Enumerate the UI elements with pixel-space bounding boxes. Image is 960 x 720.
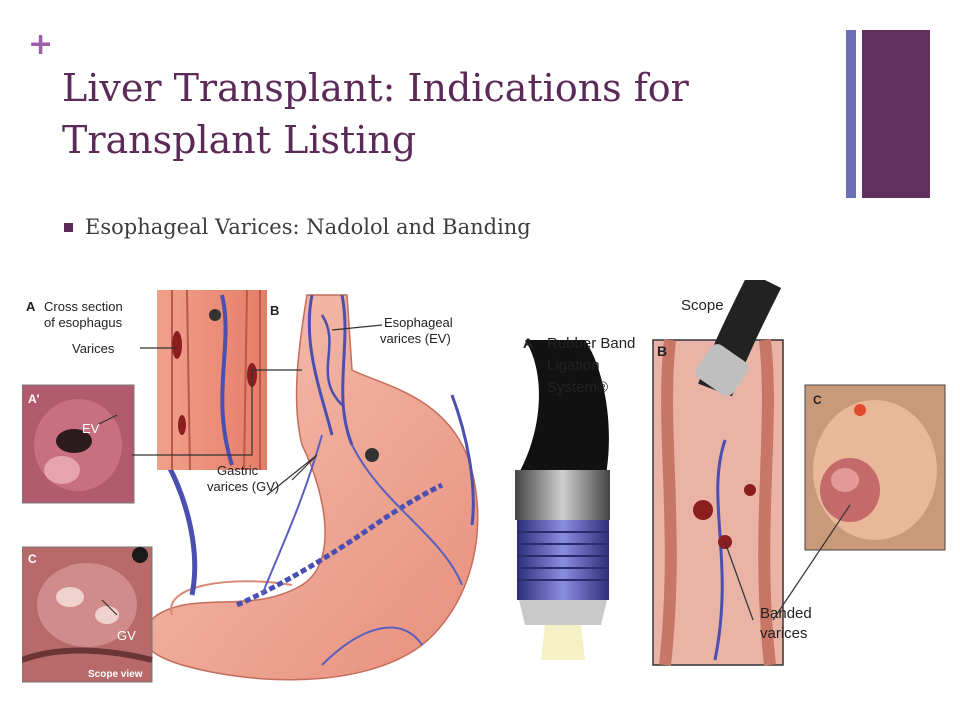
label-right-b: B	[657, 343, 667, 359]
label-banded-1: Banded	[760, 605, 812, 622]
label-varices: Varices	[72, 341, 115, 356]
band-ligation-device	[515, 340, 610, 660]
callout-lines-right	[724, 504, 851, 621]
label-banded-2: varices	[760, 625, 808, 642]
banding-procedure-figure: Scope A Rubber Band Ligation System® B C…	[515, 280, 946, 666]
label-ev: EV	[82, 421, 100, 436]
label-rubber-1: Rubber Band	[547, 335, 635, 352]
label-cross-section-2: of esophagus	[44, 315, 123, 330]
bullet-item: Esophageal Varices: Nadolol and Banding	[64, 215, 531, 239]
label-cross-section-1: Cross section	[44, 299, 123, 314]
label-gastric-2: varices (GV)	[207, 479, 279, 494]
plus-icon: +	[28, 27, 54, 62]
banding-panel-b	[652, 280, 784, 666]
label-rubber-2: Ligation	[547, 357, 600, 374]
label-a-prime: A'	[28, 392, 40, 406]
label-scope-view: Scope view	[88, 669, 143, 680]
label-gv: GV	[117, 628, 136, 643]
label-right-a: A	[523, 335, 533, 351]
label-c: C	[28, 552, 37, 566]
label-b: B	[270, 303, 279, 318]
label-right-c: C	[813, 393, 822, 407]
inset-endoscopy-a-prime	[22, 384, 135, 504]
label-esophageal-1: Esophageal	[384, 315, 453, 330]
label-scope: Scope	[681, 297, 724, 314]
slide-title: Liver Transplant: Indications for Transp…	[62, 62, 822, 166]
inset-endoscopy-c	[22, 546, 153, 683]
accent-bar-thick	[862, 30, 930, 198]
banding-panel-c	[804, 384, 946, 551]
label-esophageal-2: varices (EV)	[380, 331, 451, 346]
varices-anatomy-figure: A Cross section of esophagus Varices B E…	[22, 289, 479, 683]
label-rubber-3: System®	[547, 379, 608, 396]
bullet-square-icon	[64, 222, 73, 232]
title-line-2: Transplant Listing	[62, 118, 417, 162]
accent-bar-thin	[846, 30, 856, 198]
label-gastric-1: Gastric	[217, 463, 259, 478]
title-line-1: Liver Transplant: Indications for	[62, 66, 689, 110]
esophagus-cross-section	[157, 289, 267, 471]
label-a: A	[26, 299, 36, 314]
bullet-text: Esophageal Varices: Nadolol and Banding	[85, 215, 531, 239]
callout-lines	[96, 324, 383, 616]
